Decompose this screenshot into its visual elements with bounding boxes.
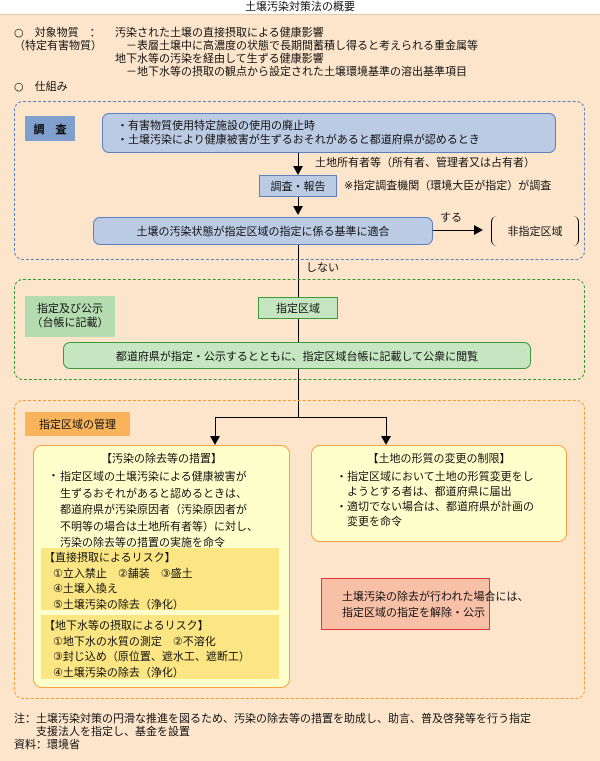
removal-line: 汚染の除去等の措置の実施を命令 — [60, 536, 225, 549]
designation-label: 指定及び公示 （台帳に記載） — [25, 296, 115, 337]
restriction-line: ようとする者は、都道府県に届出 — [336, 485, 512, 498]
survey-note: ※指定調査機関（環境大臣が指定）が調査 — [344, 179, 552, 192]
page-title: 土壌汚染対策法の概要 — [0, 0, 600, 15]
intro-line-1: 汚染された土壌の直接摂取による健康影響 — [115, 26, 324, 39]
intro-line-4: －地下水等の摂取の観点から設定された土壌環境基準の溶出基準項目 — [126, 65, 467, 78]
groundwater-risk-box: 【地下水等の摂取によるリスク】 ①地下水の水質の測定 ②不溶化 ③封じ込め（原位… — [41, 615, 279, 679]
direct-risk-item: ④土壌入換え — [53, 582, 118, 595]
footer-source: 資料：環境省 — [14, 738, 80, 751]
groundwater-risk-item: ③封じ込め（原位置、遮水工、遮断工） — [53, 650, 250, 663]
arrow-down-icon — [293, 206, 303, 215]
management-section — [14, 400, 585, 699]
flow-line — [298, 319, 299, 342]
survey-section — [14, 101, 585, 260]
intro-bullet-target: ○ 対象物質 ： — [14, 26, 101, 39]
survey-actor: 土地所有者等（所有者、管理者又は占有者） — [315, 156, 535, 169]
removal-line: 生ずるおそれがあると認めるときは、 — [60, 486, 247, 500]
footer-note-line: 注：土壌汚染対策の円滑な推進を図るため、汚染の除去等の措置を助成し、助言、普及啓… — [14, 712, 531, 725]
removal-line: 指定区域の土壌汚染による健康被害が — [60, 470, 247, 483]
restriction-line: ・指定区域において土地の形質変更をし — [336, 470, 534, 483]
release-line: 土壌汚染の除去が行われた場合には、 — [342, 590, 529, 603]
groundwater-risk-title: 【地下水等の摂取によるリスク】 — [44, 619, 209, 632]
direct-risk-title: 【直接摂取によるリスク】 — [44, 551, 176, 564]
designation-label-line: 指定及び公示 — [37, 302, 103, 315]
arrow-down-icon — [381, 436, 391, 445]
flow-line — [386, 417, 387, 437]
survey-triggers-box: ・有害物質使用特定施設の使用の廃止時 ・土壌汚染により健康被害が生ずるおそれがあ… — [102, 113, 556, 153]
flow-line — [298, 245, 299, 297]
land-change-restriction-box: 【土地の形質の変更の制限】 ・指定区域において土地の形質変更をし ようとする者は… — [311, 445, 567, 542]
arrow-right-icon — [474, 225, 483, 235]
flow-line — [298, 153, 299, 167]
survey-report-box: 調査・報告 — [259, 175, 337, 197]
flow-line — [215, 417, 387, 418]
removal-title: 【汚染の除去等の措置】 — [101, 452, 222, 465]
restriction-line: 変更を命令 — [336, 515, 402, 528]
designation-action-box: 都道府県が指定・公示するとともに、指定区域台帳に記載して公衆に閲覧 — [63, 342, 531, 369]
yes-label: する — [440, 211, 462, 224]
direct-risk-box: 【直接摂取によるリスク】 ①立入禁止 ②舗装 ③盛土 ④土壌入換え ⑤土壌汚染の… — [41, 548, 279, 611]
release-line: 指定区域の指定を解除・公示 — [342, 606, 485, 619]
direct-risk-item: ①立入禁止 ②舗装 ③盛土 — [53, 566, 193, 580]
survey-trigger: ・有害物質使用特定施設の使用の廃止時 — [117, 119, 315, 132]
flow-line — [215, 417, 216, 437]
intro-line-3: 地下水等の汚染を経由して生ずる健康影響 — [115, 52, 324, 65]
criterion-box: 土壌の汚染状態が指定区域の指定に係る基準に適合 — [93, 217, 433, 245]
flow-line — [298, 369, 299, 418]
direct-risk-item: ⑤土壌汚染の除去（浄化） — [53, 597, 184, 611]
designated-zone-box: 指定区域 — [258, 297, 338, 319]
survey-label: 調 査 — [25, 116, 75, 141]
restriction-title: 【土地の形質の変更の制限】 — [367, 452, 511, 465]
release-box: 土壌汚染の除去が行われた場合には、 指定区域の指定を解除・公示 — [321, 578, 529, 630]
arrow-down-icon — [293, 166, 303, 175]
removal-line: 都道府県が汚染原因者（汚染原因者が — [60, 503, 247, 516]
intro-line-2: －表層土壌中に高濃度の状態で長期間蓄積し得ると考えられる重金属等 — [126, 39, 478, 52]
designation-label-line: （台帳に記載） — [31, 316, 109, 329]
designation-section — [14, 279, 585, 380]
removal-bullet: ・ — [48, 469, 59, 482]
flow-line — [298, 197, 299, 207]
restriction-line: ・適切でない場合は、都道府県が計画の — [336, 500, 534, 513]
management-label: 指定区域の管理 — [25, 412, 130, 436]
removal-line: 不明等の場合は土地所有者等）に対し、 — [60, 519, 258, 533]
survey-trigger: ・土壌汚染により健康被害が生ずるおそれがあると都道府県が認めるとき — [117, 133, 480, 146]
intro-bullet-target-sub: （特定有害物質） — [14, 39, 102, 52]
arrow-down-icon — [210, 436, 220, 445]
groundwater-risk-item: ①地下水の水質の測定 ②不溶化 — [53, 634, 216, 648]
non-designated-zone: 非指定区域 — [491, 216, 579, 246]
flow-line — [433, 230, 475, 231]
footer-note-line: 支援法人を指定し、基金を設置 — [14, 725, 190, 738]
groundwater-risk-item: ④土壌汚染の除去（浄化） — [53, 665, 184, 679]
intro-bullet-mechanism: ○ 仕組み — [14, 80, 68, 93]
no-label: しない — [306, 261, 339, 274]
